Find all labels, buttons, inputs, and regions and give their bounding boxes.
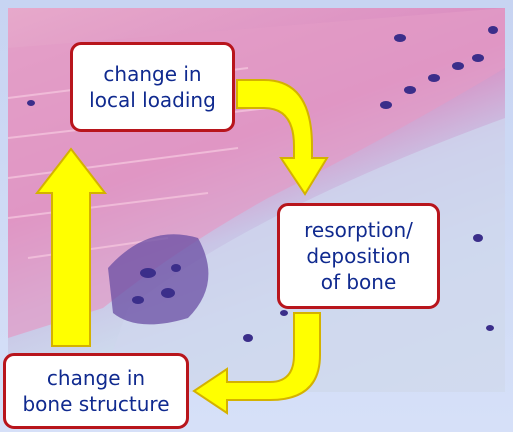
node-local-loading: change in local loading: [70, 42, 235, 132]
node-bone-structure: change in bone structure: [3, 353, 189, 429]
node-label-line: change in: [103, 61, 201, 87]
node-resorption-deposition: resorption/ deposition of bone: [277, 203, 440, 309]
node-label-line: local loading: [89, 87, 216, 113]
arrow-up: [37, 149, 105, 346]
node-label-line: bone structure: [22, 391, 169, 417]
node-label-line: resorption/: [304, 217, 413, 243]
node-label-line: of bone: [321, 269, 397, 295]
arrow-curve-down: [237, 80, 327, 194]
arrow-curve-left: [194, 313, 320, 413]
node-label-line: change in: [47, 365, 145, 391]
node-label-line: deposition: [306, 243, 410, 269]
